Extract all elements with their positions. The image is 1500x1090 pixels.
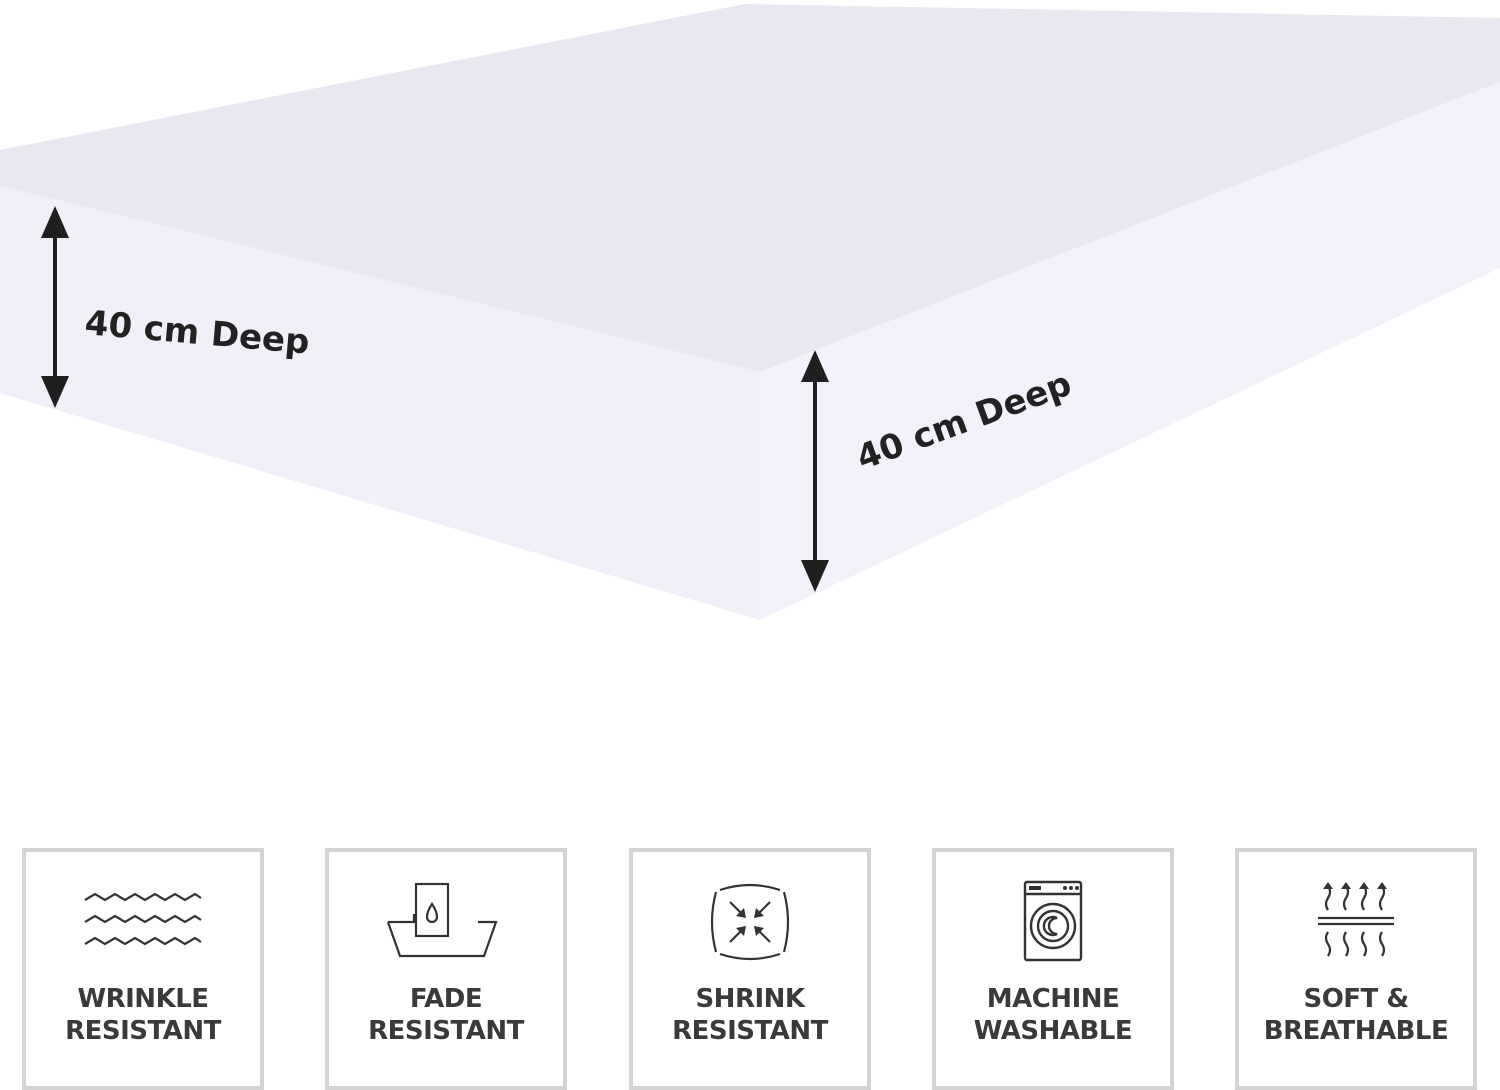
mattress-left-side [0, 186, 760, 620]
feature-title-line1: MACHINE [986, 984, 1120, 1014]
feature-title-line1: WRINKLE [77, 984, 209, 1014]
feature-title-line1: SHRINK [695, 984, 805, 1014]
feature-list: WRINKLE RESISTANT FADE RESISTANT [0, 848, 1500, 1090]
feature-card-soft-breathable: SOFT & BREATHABLE [1235, 848, 1477, 1090]
feature-card-machine-washable: MACHINE WASHABLE [932, 848, 1174, 1090]
feature-title-line2: WASHABLE [973, 1016, 1133, 1046]
mattress-illustration: 40 cm Deep 40 cm Deep [0, 4, 1500, 620]
feature-title-line1: SOFT & [1303, 984, 1409, 1014]
feature-title-line2: BREATHABLE [1263, 1016, 1449, 1046]
feature-title-line1: FADE [409, 984, 483, 1014]
shrink-icon [710, 883, 790, 961]
feature-title-line2: RESISTANT [65, 1016, 221, 1046]
mattress-front-side [760, 82, 1500, 620]
fade-icon [386, 882, 498, 958]
feature-card-wrinkle: WRINKLE RESISTANT [22, 848, 264, 1090]
feature-title-line2: RESISTANT [368, 1016, 524, 1046]
feature-title-line2: RESISTANT [672, 1016, 828, 1046]
left-depth-arrow [41, 206, 69, 408]
mattress-top-surface [0, 4, 1500, 372]
feature-card-fade: FADE RESISTANT [325, 848, 567, 1090]
feature-card-shrink: SHRINK RESISTANT [629, 848, 871, 1090]
front-depth-arrow [801, 350, 829, 592]
washing-machine-icon [1023, 880, 1083, 962]
breathable-icon [1318, 882, 1394, 957]
wrinkle-icon [84, 892, 202, 946]
